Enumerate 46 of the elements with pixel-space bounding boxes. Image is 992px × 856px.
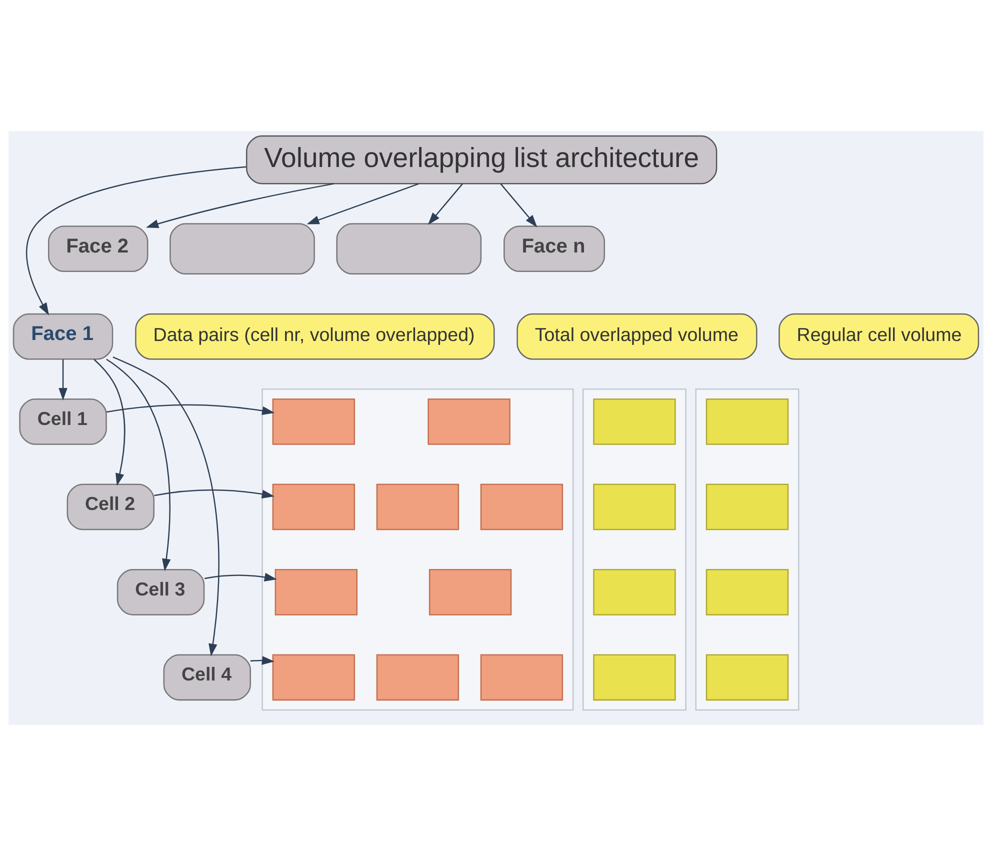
- node-box: [272, 398, 356, 445]
- arrow: [500, 183, 538, 228]
- node-box: [428, 568, 512, 616]
- arrow: [306, 183, 419, 224]
- node-box: Face n: [504, 226, 606, 272]
- node-box: [170, 223, 315, 274]
- node-box: [376, 484, 460, 530]
- node-box: [593, 654, 676, 701]
- node-box: [272, 654, 356, 701]
- node-box: [274, 568, 358, 616]
- arrow: [26, 166, 246, 316]
- arrow: [106, 404, 275, 416]
- node-box: Face 1: [12, 313, 114, 360]
- arrow: [94, 359, 126, 486]
- node-box: [336, 223, 482, 274]
- node-box: Regular cell volume: [778, 313, 980, 360]
- node-box: Cell 1: [19, 398, 107, 445]
- arrow: [250, 656, 275, 665]
- node-box: [480, 484, 564, 530]
- node-box: Cell 3: [116, 568, 205, 616]
- node-box: [706, 654, 789, 701]
- arrow: [106, 358, 171, 572]
- node-box: [593, 484, 676, 530]
- node-box: Volume overlapping list architecture: [246, 135, 718, 184]
- node-box: [706, 398, 789, 445]
- cluster: [582, 388, 686, 711]
- node-box: Data pairs (cell nr, volume overlapped): [135, 313, 495, 360]
- arrow: [428, 183, 463, 225]
- node-box: Total overlapped volume: [516, 313, 758, 360]
- node-box: Cell 2: [66, 484, 155, 530]
- node-box: [272, 484, 356, 530]
- node-box: Cell 4: [163, 654, 251, 701]
- cluster: [695, 388, 800, 711]
- node-box: [706, 484, 789, 530]
- node-box: Face 2: [48, 226, 148, 272]
- arrow: [146, 183, 334, 228]
- node-box: [706, 568, 789, 616]
- node-box: [428, 398, 510, 445]
- arrow: [154, 489, 274, 498]
- node-box: [480, 654, 564, 701]
- arrow: [112, 356, 220, 656]
- node-box: [593, 398, 676, 445]
- arrow: [204, 572, 278, 582]
- node-box: [593, 568, 676, 616]
- arrow: [58, 360, 68, 401]
- node-box: [376, 654, 460, 701]
